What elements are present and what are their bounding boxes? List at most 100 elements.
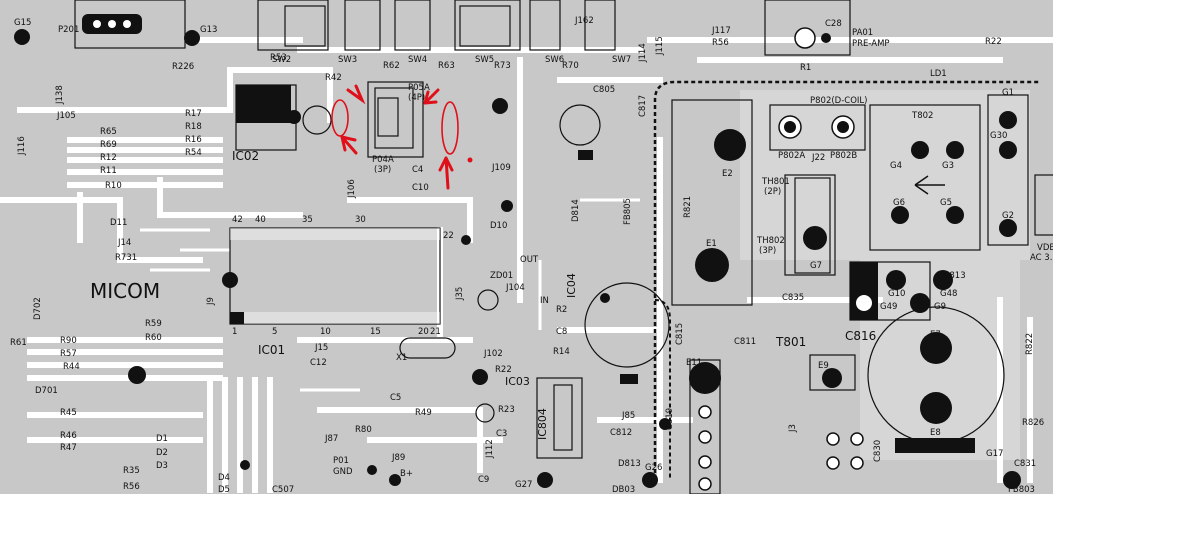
lower-components bbox=[128, 282, 721, 494]
label-r74: R63 bbox=[438, 61, 455, 71]
label-c812: C812 bbox=[610, 428, 632, 438]
silkscreen-labels: P201 G15 G13 R53 SW2 SW3 SW4 SW5 SW6 SW7… bbox=[10, 16, 1053, 494]
label-pin22: 22 bbox=[443, 231, 454, 241]
red-annotations bbox=[331, 84, 473, 190]
label-g1: G1 bbox=[1002, 88, 1014, 98]
label-r2: R2 bbox=[556, 305, 567, 315]
label-p04a: P04A bbox=[372, 155, 394, 165]
label-pin21: 21 bbox=[430, 327, 441, 337]
arrow-4-icon bbox=[438, 156, 454, 190]
label-r11: R11 bbox=[100, 166, 117, 176]
label-ld1: LD1 bbox=[930, 69, 947, 79]
ic02-area bbox=[235, 81, 601, 212]
label-e2: E2 bbox=[722, 169, 733, 179]
label-r18: R61 bbox=[10, 338, 27, 348]
label-r54: R17 bbox=[185, 109, 202, 119]
micom-chip bbox=[222, 227, 471, 325]
label-e8: E8 bbox=[930, 428, 941, 438]
label-sw2: SW2 bbox=[272, 55, 291, 65]
label-pin35: 35 bbox=[302, 215, 313, 225]
label-g7: G7 bbox=[810, 261, 822, 271]
label-micom: MICOM bbox=[90, 279, 160, 303]
label-c4: C10 bbox=[412, 183, 429, 193]
label-r10: R10 bbox=[105, 181, 122, 191]
label-fb803: FB803 bbox=[1008, 485, 1035, 494]
label-r90: R80 bbox=[355, 425, 372, 435]
label-g13: G13 bbox=[200, 25, 217, 35]
label-pin42: 42 bbox=[232, 215, 243, 225]
label-c819: C819 bbox=[665, 408, 675, 430]
label-r18-b: R90 bbox=[60, 336, 77, 346]
label-r82: R56 bbox=[712, 38, 729, 48]
label-ic01: IC01 bbox=[258, 343, 285, 357]
label-r1: R1 bbox=[800, 63, 811, 73]
label-r226: R226 bbox=[172, 62, 194, 72]
label-d2: D2 bbox=[156, 448, 168, 458]
label-ic03: IC03 bbox=[505, 375, 530, 388]
label-c6: C4 bbox=[412, 165, 423, 175]
label-pin20: 20 bbox=[418, 327, 429, 337]
label-g3: G3 bbox=[942, 161, 954, 171]
arrow-3-icon bbox=[423, 88, 440, 105]
label-r77: R60 bbox=[145, 333, 162, 343]
label-c49: C12 bbox=[310, 358, 327, 368]
label-r71: R22 bbox=[985, 37, 1002, 47]
label-j9: J9 bbox=[206, 297, 216, 306]
label-j114: J114 bbox=[638, 43, 648, 63]
label-r21: R57 bbox=[60, 349, 77, 359]
label-db813: DB813 bbox=[937, 271, 966, 281]
label-pin1: 1 bbox=[232, 327, 237, 337]
label-d813: D813 bbox=[618, 459, 641, 469]
label-r65: R65 bbox=[100, 127, 117, 137]
label-c831: C831 bbox=[1014, 459, 1036, 469]
label-ac3: AC 3. bbox=[1030, 253, 1052, 263]
label-th801-pins: (2P) bbox=[764, 187, 781, 197]
label-r61: R49 bbox=[415, 408, 432, 418]
label-d5: D5 bbox=[218, 485, 230, 494]
label-j117: J117 bbox=[711, 26, 731, 36]
label-j85: J85 bbox=[621, 411, 635, 421]
label-sw5: SW5 bbox=[475, 55, 494, 65]
label-t802: T802 bbox=[911, 111, 933, 121]
label-out: OUT bbox=[520, 255, 539, 265]
label-pin40: 40 bbox=[255, 215, 266, 225]
label-r25: R45 bbox=[60, 408, 77, 418]
label-r822: R822 bbox=[1025, 333, 1035, 355]
label-j138: J138 bbox=[55, 85, 65, 105]
label-t801: T801 bbox=[775, 335, 806, 349]
label-sw6: SW6 bbox=[545, 55, 564, 65]
label-r69: R69 bbox=[100, 140, 117, 150]
label-g2: G2 bbox=[1002, 211, 1014, 221]
label-j87: J87 bbox=[324, 434, 338, 444]
label-r62: R54 bbox=[185, 148, 202, 158]
label-d814: D814 bbox=[571, 199, 581, 222]
label-r9: R44 bbox=[63, 362, 80, 372]
label-e11: E11 bbox=[686, 358, 702, 368]
label-r73: R42 bbox=[325, 73, 342, 83]
label-c816: C816 bbox=[845, 329, 876, 343]
label-c835: C835 bbox=[782, 293, 804, 303]
label-d10: D10 bbox=[490, 221, 507, 231]
label-r821: R821 bbox=[683, 196, 693, 218]
highlight-ellipse-r56 bbox=[441, 101, 459, 155]
label-j115: J115 bbox=[655, 36, 665, 56]
label-j116: J116 bbox=[17, 136, 27, 156]
pcb-drawing: P201 G15 G13 R53 SW2 SW3 SW4 SW5 SW6 SW7… bbox=[0, 0, 1053, 494]
label-g26: G26 bbox=[645, 463, 662, 473]
label-j104: J104 bbox=[505, 283, 525, 293]
blank-bottom-margin bbox=[0, 494, 1200, 548]
label-j106: J106 bbox=[347, 179, 357, 199]
label-g15: G15 bbox=[14, 18, 31, 28]
label-p05a-pins: (4P) bbox=[408, 93, 425, 103]
label-r42: R16 bbox=[185, 135, 202, 145]
label-pin5: 5 bbox=[272, 327, 277, 337]
label-j89: J89 bbox=[391, 453, 405, 463]
isolation-border bbox=[653, 80, 1040, 480]
label-d701: D701 bbox=[35, 386, 58, 396]
label-p05a: P05A bbox=[408, 83, 430, 93]
pcb-silkscreen: P201 G15 G13 R53 SW2 SW3 SW4 SW5 SW6 SW7… bbox=[0, 0, 1053, 494]
label-sw3: SW3 bbox=[338, 55, 357, 65]
label-x1: X1 bbox=[396, 353, 407, 363]
label-r22: R22 bbox=[495, 365, 512, 375]
label-th801: TH801 bbox=[761, 177, 790, 187]
